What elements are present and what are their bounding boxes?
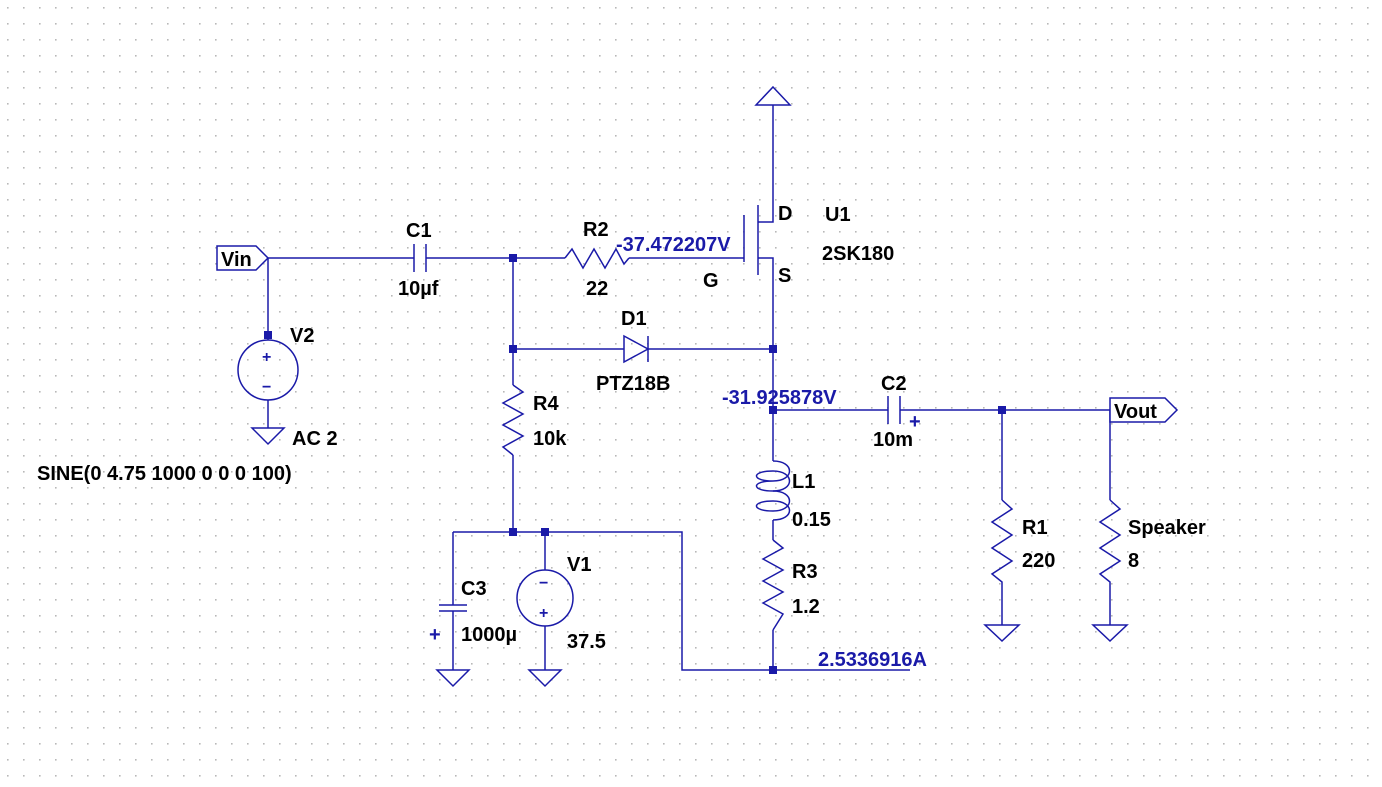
resistor-r1[interactable] (990, 499, 1014, 624)
ground-icon (527, 669, 563, 688)
d1-model: PTZ18B (596, 373, 670, 395)
v2-name: V2 (290, 325, 314, 347)
wire-drain-supply (758, 105, 774, 223)
vout-label: Vout (1114, 401, 1157, 423)
v2-spec: SINE(0 4.75 1000 0 0 0 100) (37, 463, 292, 485)
r2-name: R2 (583, 219, 609, 241)
resistor-r4[interactable] (501, 384, 525, 456)
junction-dot (769, 666, 777, 674)
mosfet-u1[interactable] (738, 205, 759, 275)
speaker-value: 8 (1128, 550, 1139, 572)
wire-source-l1 (758, 257, 774, 455)
r3-value: 1.2 (792, 596, 820, 618)
r2-value: 22 (586, 278, 608, 300)
l1-name: L1 (792, 471, 815, 493)
l1-value: 0.15 (792, 509, 831, 531)
vout-port[interactable]: Vout (1109, 397, 1179, 423)
junction-dot (541, 528, 549, 536)
inductor-l1[interactable] (755, 455, 791, 521)
junction-dot (998, 406, 1006, 414)
d1-name: D1 (621, 308, 647, 330)
r4-name: R4 (533, 393, 559, 415)
junction-dot (509, 254, 517, 262)
junction-dot (769, 406, 777, 414)
c2-name: C2 (881, 373, 907, 395)
r1-name: R1 (1022, 517, 1048, 539)
speaker-name: Speaker (1128, 517, 1206, 539)
v2-minus-sign: − (262, 379, 271, 396)
v1-value: 37.5 (567, 631, 606, 653)
wire-r3-return (453, 531, 774, 671)
u1-pin-g: G (703, 270, 719, 292)
c1-name: C1 (406, 220, 432, 242)
gate-voltage-annotation: -37.472207V (616, 234, 731, 256)
c2-plus-sign: + (909, 411, 921, 433)
junction-dot (264, 331, 272, 339)
v2-value: AC 2 (292, 428, 338, 450)
wires (267, 105, 1111, 671)
junction-dot (769, 345, 777, 353)
c2-value: 10m (873, 429, 913, 451)
source-voltage-annotation: -31.925878V (722, 387, 837, 409)
v2-plus-sign: + (262, 349, 271, 366)
c3-value: 1000µ (461, 624, 517, 646)
capacitor-c2[interactable] (887, 396, 901, 424)
v1-plus-sign: + (539, 605, 548, 622)
vin-port[interactable]: Vin (216, 245, 270, 271)
u1-pin-s: S (778, 265, 791, 287)
vin-label: Vin (221, 249, 252, 271)
r1-value: 220 (1022, 550, 1055, 572)
u1-model: 2SK180 (822, 243, 894, 265)
v1-name: V1 (567, 554, 591, 576)
c3-name: C3 (461, 578, 487, 600)
resistor-speaker[interactable] (1098, 499, 1122, 600)
junctions (264, 254, 1006, 674)
ground-icon (250, 427, 286, 446)
ground-icon (983, 624, 1021, 643)
ground-icon (435, 669, 471, 688)
voltage-source-v1[interactable]: − + (516, 569, 574, 627)
u1-name: U1 (825, 204, 851, 226)
diode-d1[interactable] (623, 334, 650, 364)
supply-arrow-icon (754, 85, 792, 106)
c1-value: 10µf (398, 278, 439, 300)
r3-name: R3 (792, 561, 818, 583)
resistor-r3[interactable] (761, 539, 785, 631)
junction-dot (509, 528, 517, 536)
current-annotation: 2.5336916A (818, 649, 927, 671)
capacitor-c1[interactable] (413, 244, 427, 272)
ground-icon (1091, 624, 1129, 643)
r4-value: 10k (533, 428, 567, 450)
u1-pin-d: D (778, 203, 792, 225)
v1-minus-sign: − (539, 575, 548, 592)
junction-dot (509, 345, 517, 353)
c3-plus-sign: + (429, 624, 441, 646)
resistor-r2[interactable] (564, 247, 630, 270)
capacitor-c3[interactable] (439, 604, 467, 612)
